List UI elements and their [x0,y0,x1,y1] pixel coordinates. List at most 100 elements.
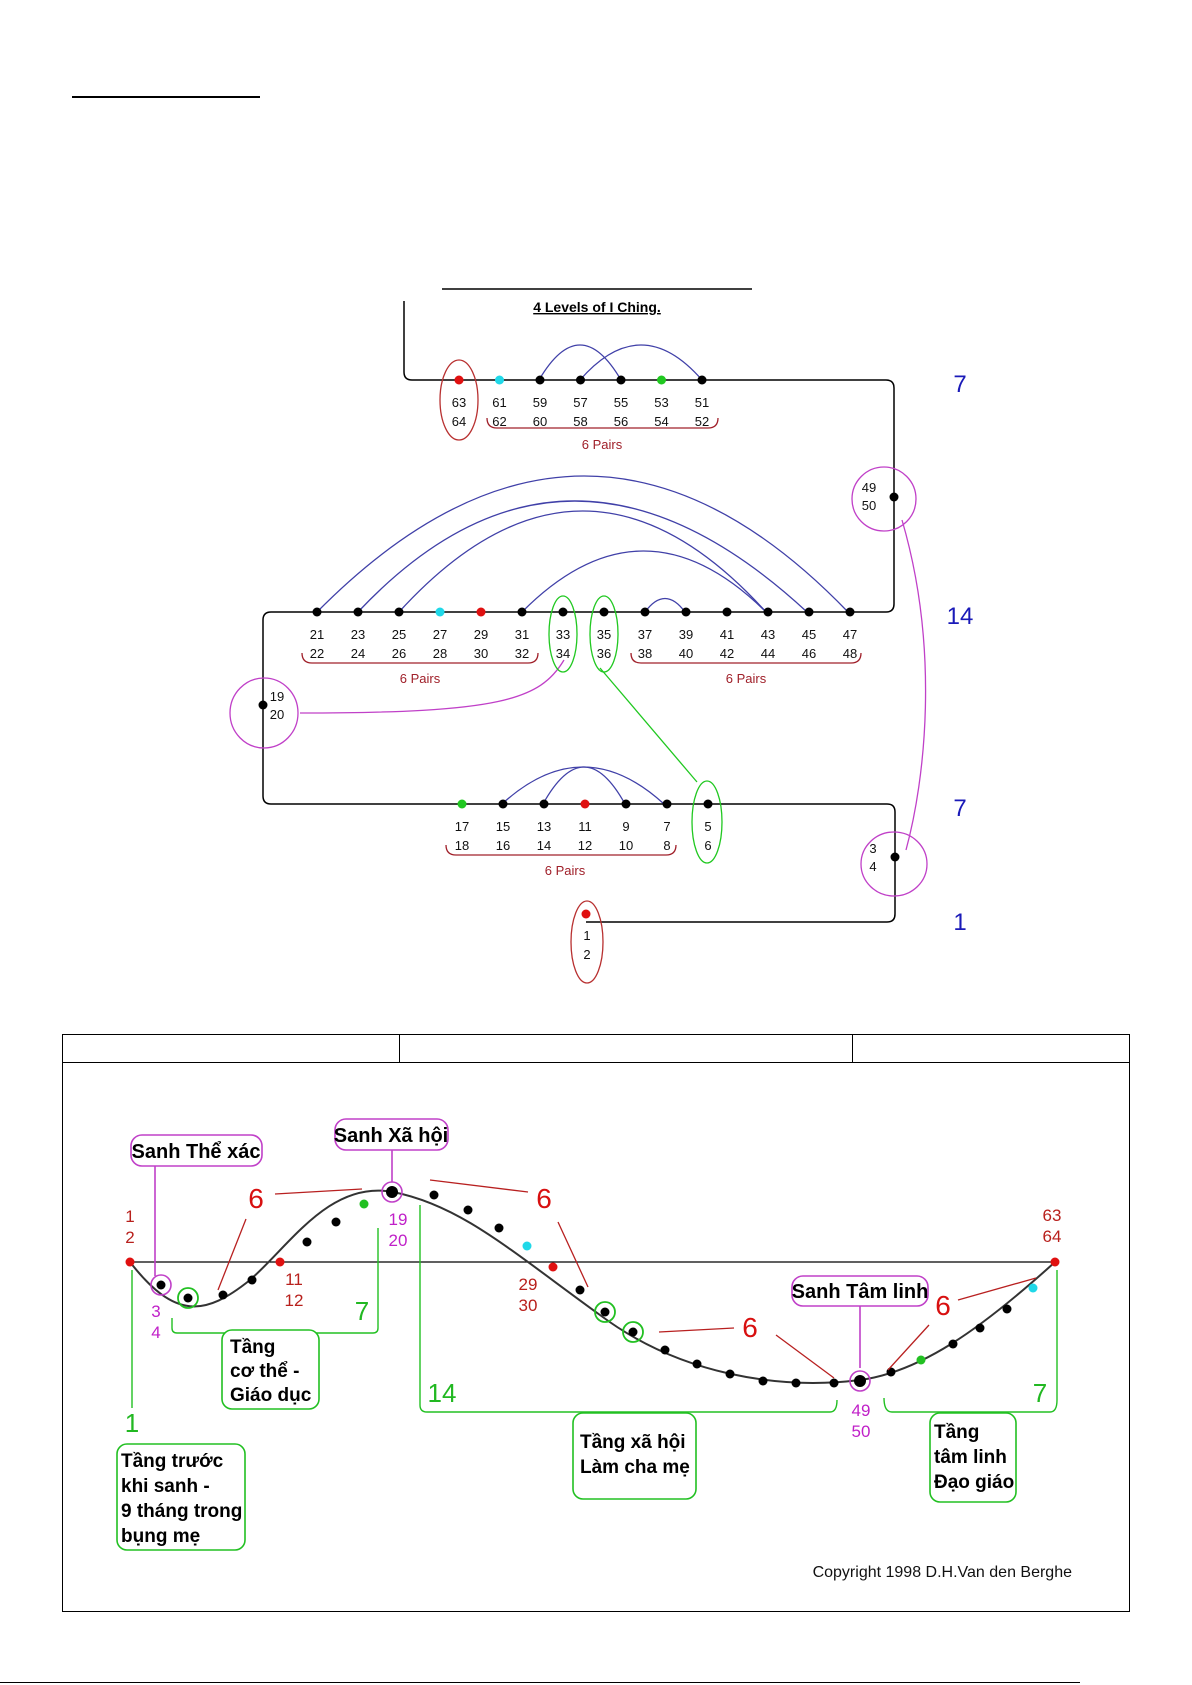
row_mid-num-37: 37 [638,627,652,642]
level-number-low: 7 [953,795,966,822]
row_low-dot-9 [621,799,631,809]
row_top-dot-57 [576,375,585,385]
circle-3-4 [860,831,928,897]
row_mid-num-23: 23 [351,627,365,642]
row_low-dot-5 [703,799,713,809]
row_low-dot-7 [662,799,672,809]
diagram-title: 4 Levels of I Ching. [533,299,661,315]
row_low-num-10: 10 [619,838,633,853]
row_top-num-64: 64 [452,414,466,429]
row_top-num-63: 63 [452,395,466,410]
header-cell-2 [400,1035,853,1062]
row_mid-num-39: 39 [679,627,693,642]
row_top-dot-63 [454,375,464,385]
row_mid-num-41: 41 [720,627,734,642]
header-cell-3 [853,1035,1128,1062]
row_low-num-6: 6 [704,838,711,853]
circle-33-34 [548,595,578,673]
row_mid-num-36: 36 [597,646,611,661]
dot-49 [889,492,899,502]
row_low-num-16: 16 [496,838,510,853]
row_low-dot-17 [457,799,467,809]
pairs-label-mid-left: 6 Pairs [400,671,441,686]
num-3: 3 [869,841,876,856]
row_top-num-51: 51 [695,395,709,410]
row_low-num-5: 5 [704,819,711,834]
row_mid-dot-45 [804,607,814,617]
pair-brackets [301,417,862,856]
row_top-dot-53 [657,375,666,385]
connector-35-5 [599,667,698,783]
bottom-rule [0,1682,1080,1683]
row_top-num-61: 61 [492,395,506,410]
level-number-mid: 14 [947,603,974,630]
circle-63-64 [439,359,479,441]
row_top-dot-55 [616,375,626,385]
row_top-num-57: 57 [573,395,587,410]
row_low-num-18: 18 [455,838,469,853]
levels-diagram: 4 Levels of I Ching. 6 Pairs 6 Pairs 6 P… [229,288,974,984]
num-49: 49 [862,480,876,495]
row_top-dot-59 [535,375,545,385]
row_mid-dot-43 [763,607,773,617]
circle-35-36 [589,595,619,673]
num-2: 2 [583,947,590,962]
row_mid-num-30: 30 [474,646,488,661]
row_mid-num-44: 44 [761,646,775,661]
top-underline [72,96,260,98]
row_low-dot-13 [539,799,549,809]
row_low-num-9: 9 [622,819,629,834]
connector-19-33 [299,659,565,714]
row_mid-num-40: 40 [679,646,693,661]
row_mid-dot-35 [599,607,609,617]
dot-3 [890,852,900,862]
num-50: 50 [862,498,876,513]
num-4: 4 [869,859,876,874]
row_top-num-53: 53 [654,395,668,410]
row_mid-num-33: 33 [556,627,570,642]
life-cycle-box [62,1034,1130,1612]
arcs-low [501,766,665,805]
header-cell-1 [63,1035,400,1062]
connector-49-3 [901,519,927,851]
dot-1 [581,909,591,919]
row_mid-dot-39 [681,607,691,617]
row_low-num-7: 7 [663,819,670,834]
num-1: 1 [583,928,590,943]
row_mid-num-45: 45 [802,627,816,642]
circle-49-50 [851,466,917,532]
num-20: 20 [270,707,284,722]
pairs-label-top: 6 Pairs [582,437,623,452]
row_mid-dot-37 [640,607,650,617]
row_mid-dot-41 [722,607,732,617]
row_mid-num-48: 48 [843,646,857,661]
row_mid-num-43: 43 [761,627,775,642]
row_low-num-15: 15 [496,819,510,834]
pairs-label-low: 6 Pairs [545,863,586,878]
pairs-label-mid-right: 6 Pairs [726,671,767,686]
circle-19-20 [229,677,299,749]
level-path [262,301,896,923]
circle-1-2 [570,900,604,984]
row_mid-dot-33 [558,607,568,617]
row_low-num-13: 13 [537,819,551,834]
row_top-dot-51 [697,375,707,385]
row_mid-num-47: 47 [843,627,857,642]
row_low-num-17: 17 [455,819,469,834]
row_top-num-58: 58 [573,414,587,429]
row_mid-dot-31 [517,607,527,617]
row_mid-dot-25 [394,607,404,617]
arcs-mid [316,475,849,613]
row_mid-dot-23 [353,607,363,617]
header-row [63,1035,1129,1063]
row_mid-num-21: 21 [310,627,324,642]
level-number-bottom: 1 [953,909,966,936]
row_low-num-8: 8 [663,838,670,853]
row_top-dot-61 [495,375,504,385]
row_mid-dot-21 [312,607,322,617]
row_mid-num-38: 38 [638,646,652,661]
row_mid-num-34: 34 [556,646,570,661]
row_top-num-62: 62 [492,414,506,429]
